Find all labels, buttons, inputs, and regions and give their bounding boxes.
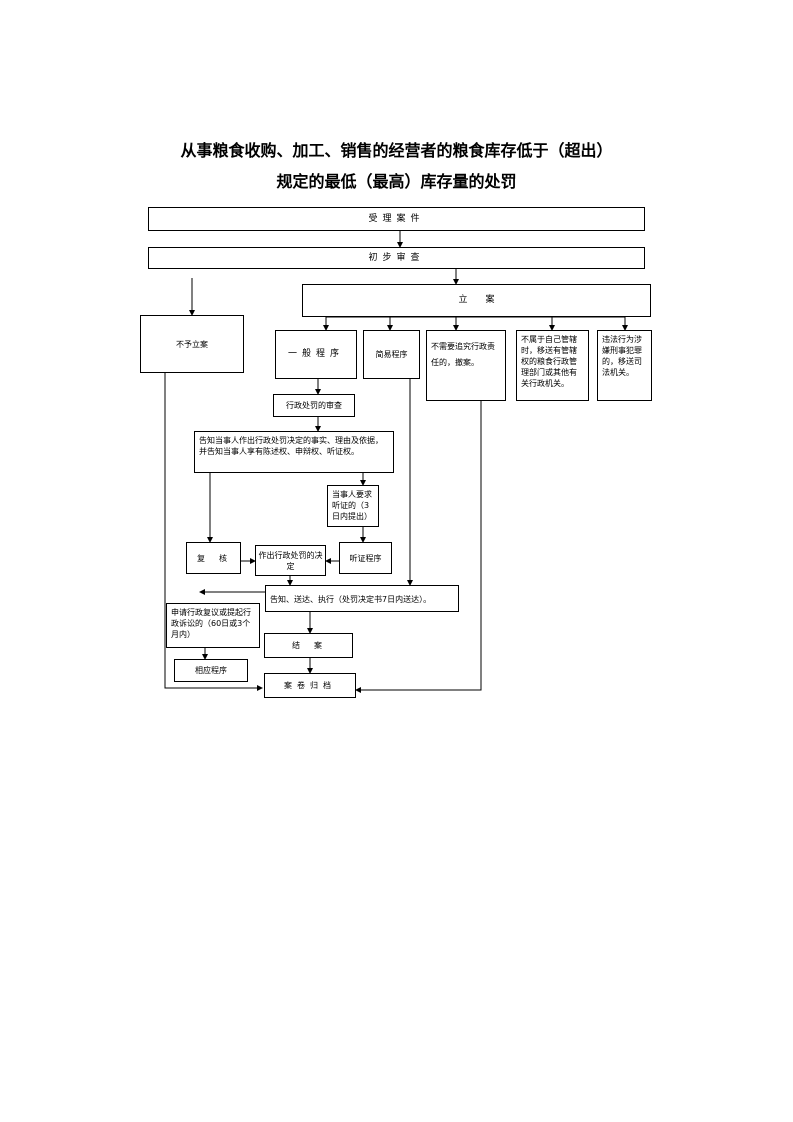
page-title-line-2: 规定的最低（最高）库存量的处罚: [276, 172, 517, 191]
node-recheck: 复 核: [186, 542, 241, 574]
node-preliminary-review: 初步审查: [148, 247, 645, 269]
node-criminal-transfer: 违法行为涉嫌刑事犯罪的，移送司法机关。: [597, 330, 652, 401]
node-simple-procedure: 简易程序: [363, 330, 420, 379]
node-corresponding-procedure: 相应程序: [174, 659, 248, 682]
node-file-case: 立 案: [302, 284, 651, 317]
node-penalty-decision: 作出行政处罚的决定: [255, 545, 326, 576]
node-deliver-execute: 告知、送达、执行（处罚决定书7日内送达）。: [265, 585, 459, 612]
node-no-filing: 不予立案: [140, 315, 244, 373]
node-hearing-request: 当事人要求听证的（3日内提出）: [327, 485, 379, 527]
arrow-nofile-archive: [164, 373, 263, 691]
node-no-liability: 不需要追究行政责任的，撤案。: [426, 330, 506, 401]
node-general-procedure: 一般程序: [275, 330, 357, 379]
page-title-line-1: 从事粮食收购、加工、销售的经营者的粮食库存低于（超出）: [180, 141, 613, 160]
node-close-case: 结 案: [264, 633, 353, 658]
node-archive: 案卷归档: [264, 673, 356, 698]
arrow-noliab-archive: [355, 401, 482, 693]
node-appeal: 申请行政复议或提起行政诉讼的（60日或3个月内）: [166, 603, 260, 648]
node-accept-case: 受理案件: [148, 207, 645, 231]
node-notify-party: 告知当事人作出行政处罚决定的事实、理由及依据，并告知当事人享有陈述权、申辩权、听…: [194, 431, 394, 473]
node-hearing-procedure: 听证程序: [339, 542, 392, 574]
node-not-jurisdiction: 不属于自己管辖时，移送有管辖权的粮食行政管理部门或其他有关行政机关。: [516, 330, 589, 401]
node-penalty-review: 行政处罚的审查: [273, 394, 355, 417]
